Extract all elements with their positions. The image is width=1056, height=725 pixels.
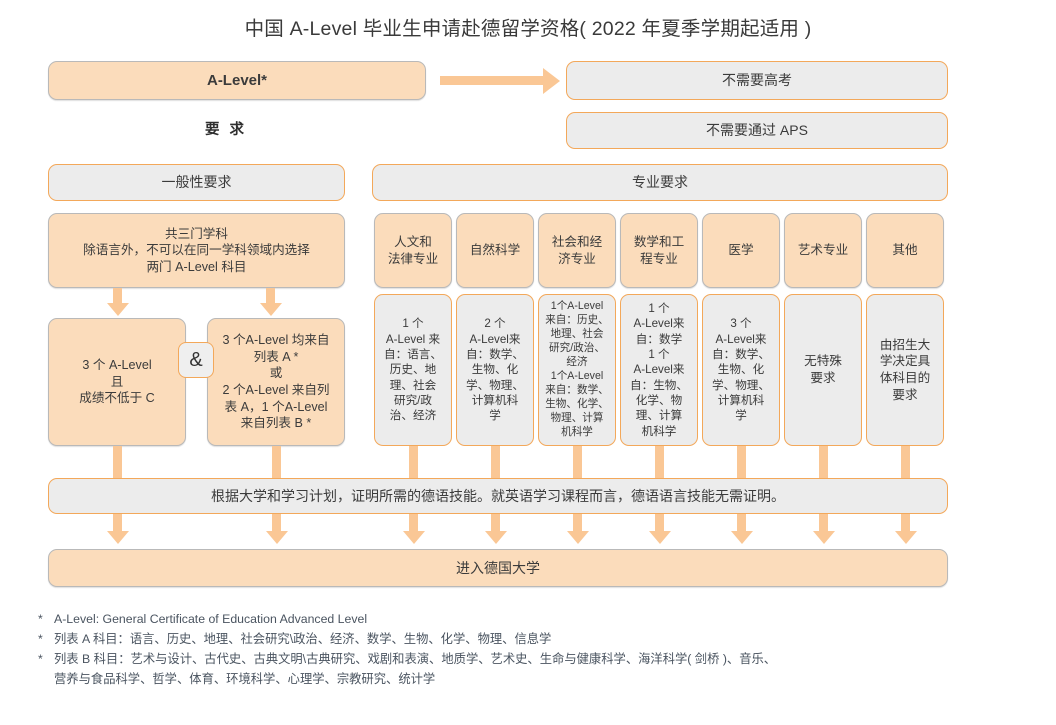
major-name-box-0: 人文和 法律专业 — [374, 213, 452, 288]
arrow-down-icon — [265, 531, 288, 544]
major-name-box-4: 医学 — [702, 213, 780, 288]
connector-bar — [901, 514, 910, 532]
major-requirement-box-2: 1个A-Level 来自：历史、 地理、社会 研究/政治、 经济 1个A-Lev… — [538, 294, 616, 446]
arrow-down-icon — [106, 303, 129, 316]
page-title: 中国 A-Level 毕业生申请赴德留学资格( 2022 年夏季学期起适用 ) — [244, 18, 812, 40]
connector-bar — [272, 514, 281, 532]
arrow-right-shaft-icon — [440, 76, 545, 85]
major-name-box-6: 其他 — [866, 213, 944, 288]
connector-bar — [737, 514, 746, 532]
german-skills-box: 根据大学和学习计划，证明所需的德语技能。就英语学习课程而言，德语语言技能无需证明… — [48, 478, 948, 514]
no-gaokao-box: 不需要高考 — [566, 61, 948, 100]
arrow-down-icon — [402, 531, 425, 544]
major-requirement-box-4: 3 个 A-Level来 自：数学、 生物、化 学、物理、 计算机科 学 — [702, 294, 780, 446]
major-name-box-3: 数学和工 程专业 — [620, 213, 698, 288]
connector-bar — [819, 514, 828, 532]
footnote-0: * A-Level: General Certificate of Educat… — [38, 610, 1028, 630]
general-right-condition-box: 3 个A-Level 均来自 列表 A * 或 2 个A-Level 来自列 表… — [207, 318, 345, 446]
footnote-2-continuation: 营养与食品科学、哲学、体育、环境科学、心理学、宗教研究、统计学 — [54, 671, 436, 686]
connector-bar — [113, 514, 122, 532]
footnote-star-0: * — [38, 612, 43, 626]
footnote-star-1: * — [38, 631, 43, 646]
connector-bar — [409, 446, 418, 478]
connector-bar — [655, 514, 664, 532]
alevel-box: A-Level* — [48, 61, 426, 100]
footnote-1: * 列表 A 科目：语言、历史、地理、社会研究\政治、经济、数学、生物、化学、物… — [38, 630, 1028, 650]
footnotes: * A-Level: General Certificate of Educat… — [38, 610, 1028, 690]
footnote-text-2: 列表 B 科目：艺术与设计、古代史、古典文明\古典研究、戏剧和表演、地质学、艺术… — [54, 651, 777, 666]
connector-bar — [901, 446, 910, 478]
arrow-down-icon — [894, 531, 917, 544]
major-requirement-box-0: 1 个 A-Level 来 自：语言、 历史、地 理、社会 研究/政 治、经济 — [374, 294, 452, 446]
major-requirement-box-6: 由招生大 学决定具 体科目的 要求 — [866, 294, 944, 446]
major-requirement-box-1: 2 个 A-Level来 自：数学、 生物、化 学、物理、 计算机科 学 — [456, 294, 534, 446]
general-left-condition-box: 3 个 A-Level 且 成绩不低于 C — [48, 318, 186, 446]
section-major-requirements: 专业要求 — [372, 164, 948, 201]
arrow-right-head-icon — [543, 67, 560, 94]
connector-bar — [573, 446, 582, 478]
major-requirement-box-5: 无特殊 要求 — [784, 294, 862, 446]
major-name-box-5: 艺术专业 — [784, 213, 862, 288]
and-connector-chip: & — [178, 342, 214, 378]
footnote-star-2: * — [38, 651, 43, 666]
connector-bar — [737, 446, 746, 478]
arrow-down-icon — [259, 303, 282, 316]
connector-bar — [491, 446, 500, 478]
major-requirement-box-3: 1 个 A-Level来 自：数学 1 个 A-Level来 自：生物、 化学、… — [620, 294, 698, 446]
requirement-label: 要 求 — [205, 122, 248, 138]
connector-bar — [113, 288, 122, 304]
connector-bar — [491, 514, 500, 532]
arrow-down-icon — [106, 531, 129, 544]
footnote-text-1: 列表 A 科目：语言、历史、地理、社会研究\政治、经济、数学、生物、化学、物理、… — [54, 631, 552, 646]
section-general-requirements: 一般性要求 — [48, 164, 345, 201]
connector-bar — [655, 446, 664, 478]
general-subjects-rule-box: 共三门学科 除语言外，不可以在同一学科领域内选择 两门 A-Level 科目 — [48, 213, 345, 288]
connector-bar — [409, 514, 418, 532]
arrow-down-icon — [566, 531, 589, 544]
arrow-down-icon — [484, 531, 507, 544]
major-name-box-2: 社会和经 济专业 — [538, 213, 616, 288]
arrow-down-icon — [812, 531, 835, 544]
connector-bar — [272, 446, 281, 478]
major-name-box-1: 自然科学 — [456, 213, 534, 288]
arrow-down-icon — [648, 531, 671, 544]
enter-german-university-box: 进入德国大学 — [48, 549, 948, 587]
connector-bar — [113, 446, 122, 478]
arrow-down-icon — [730, 531, 753, 544]
footnote-text-0: A-Level: General Certificate of Educatio… — [54, 612, 368, 626]
connector-bar — [266, 288, 275, 304]
connector-bar — [573, 514, 582, 532]
footnote-2: * 列表 B 科目：艺术与设计、古代史、古典文明\古典研究、戏剧和表演、地质学、… — [38, 650, 1028, 670]
no-aps-box: 不需要通过 APS — [566, 112, 948, 149]
connector-bar — [819, 446, 828, 478]
